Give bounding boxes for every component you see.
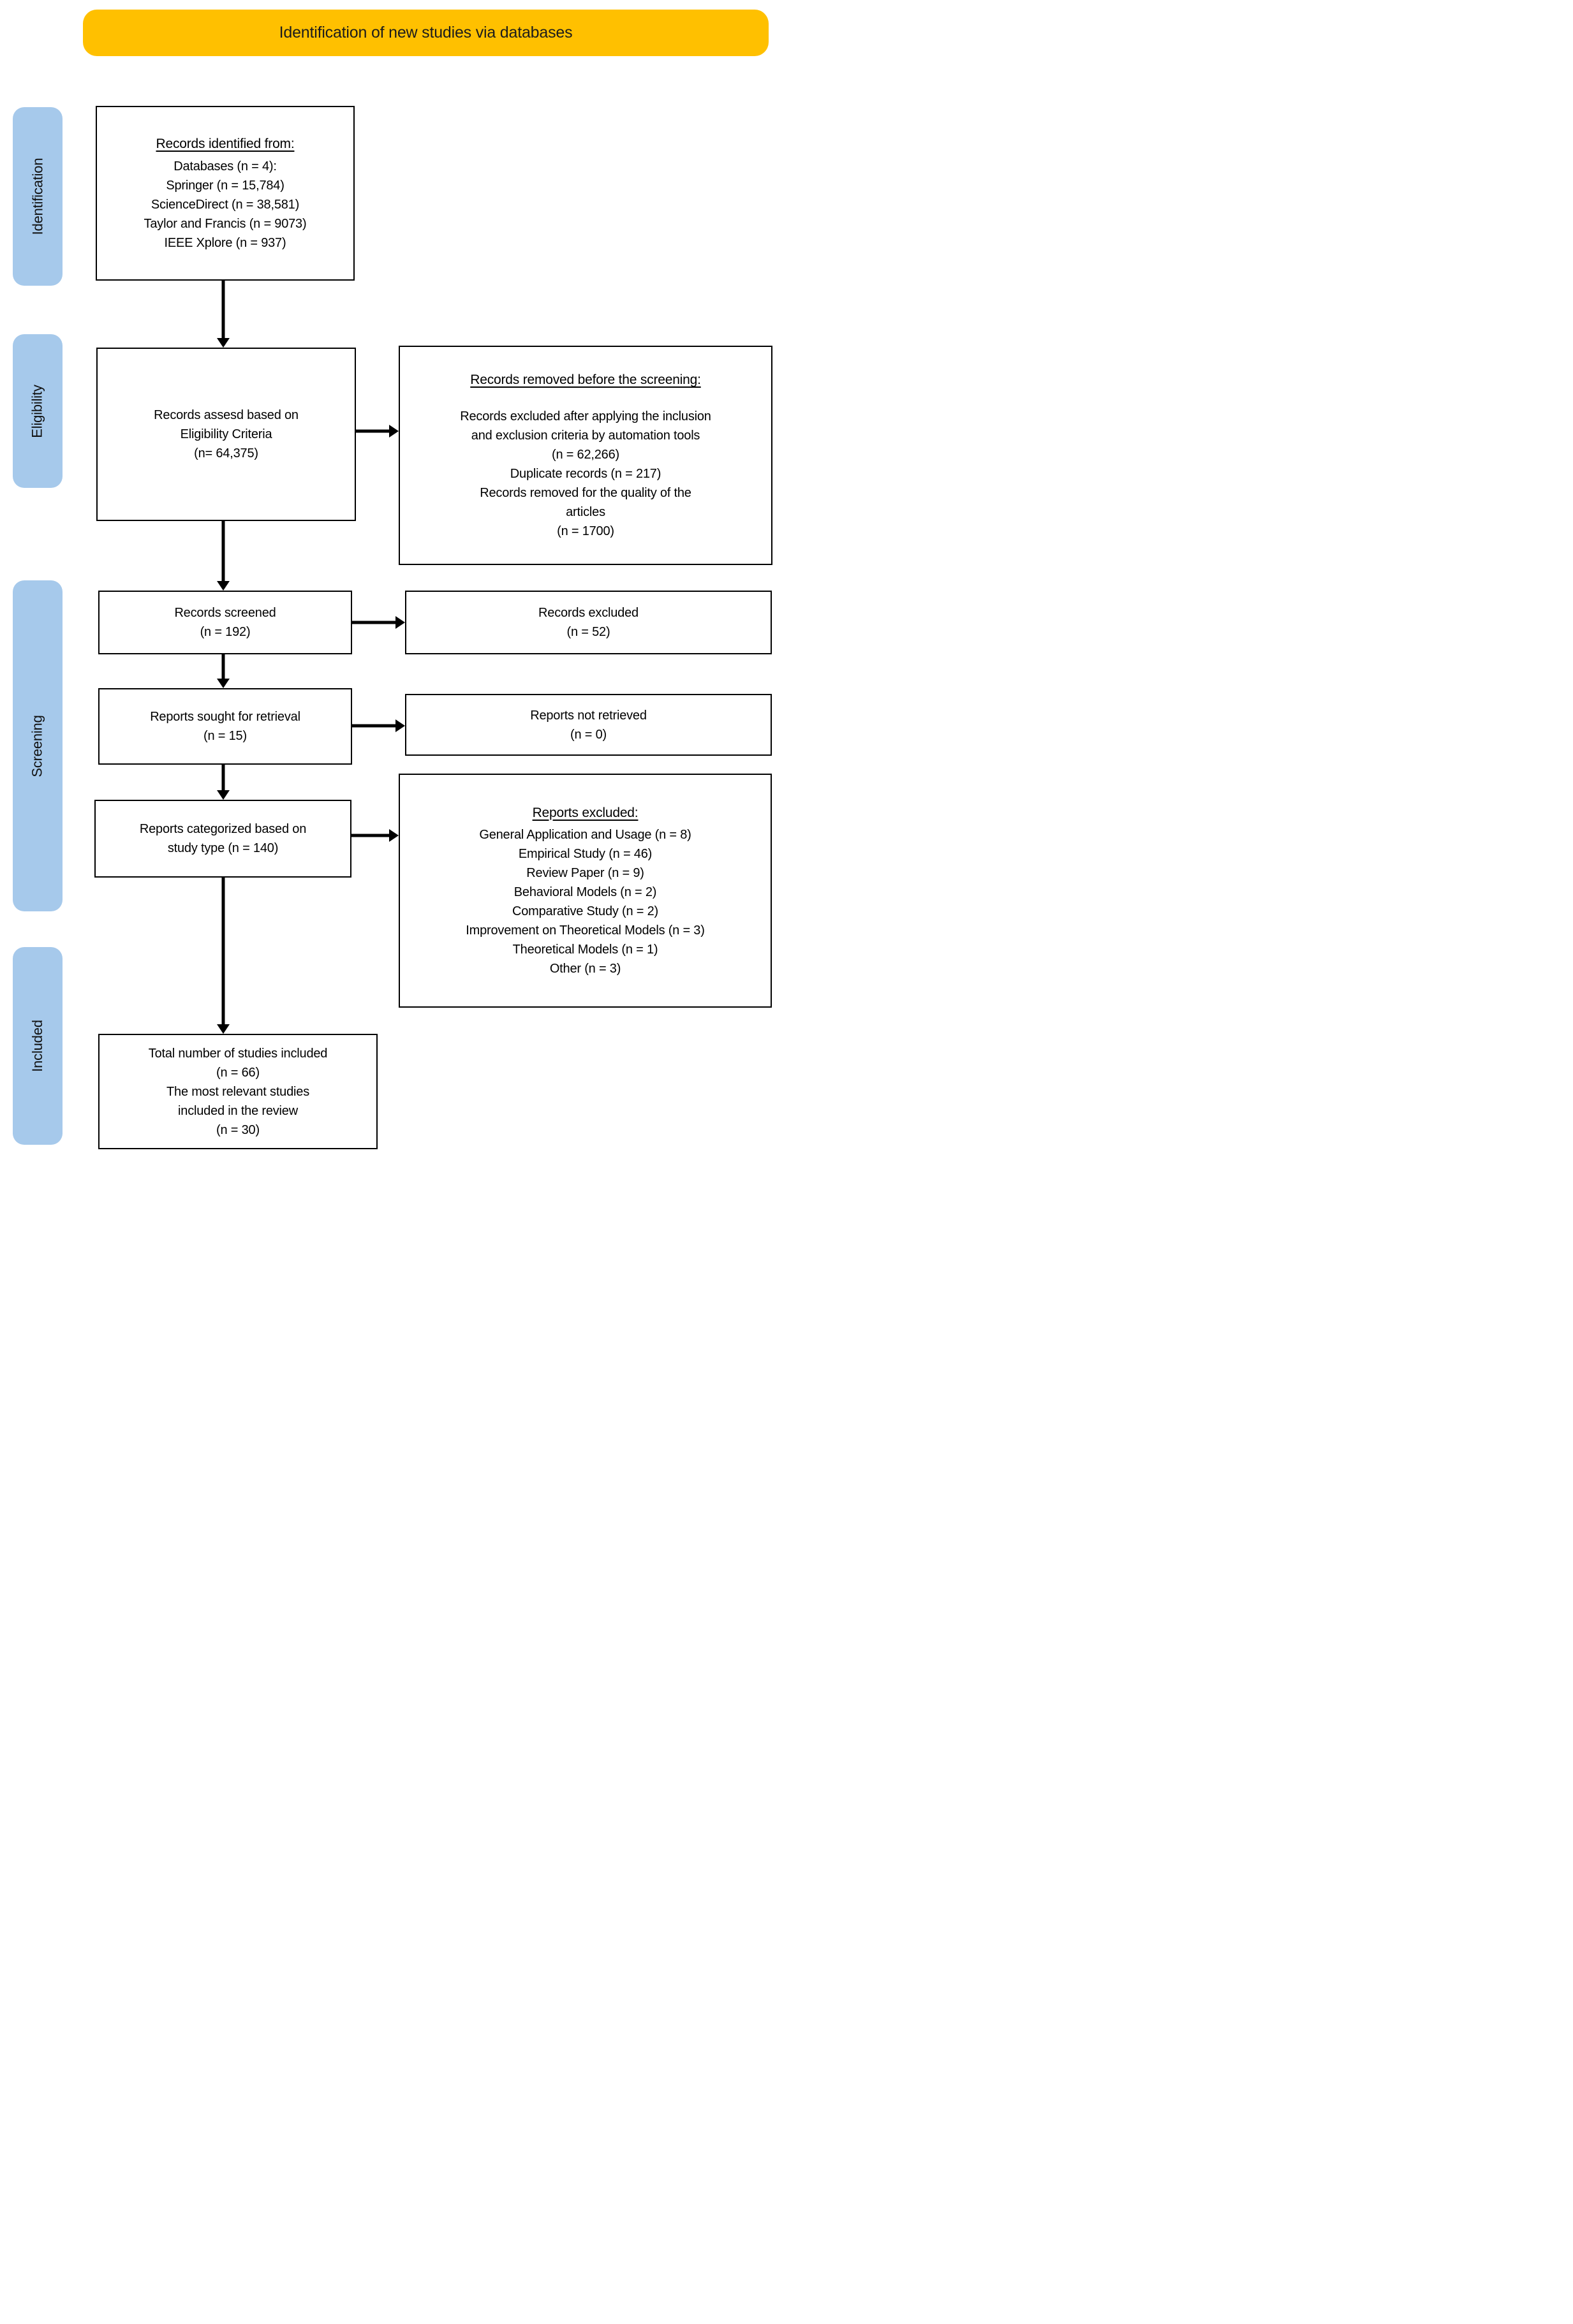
box-reports-excluded: Reports excluded: General Application an… [399, 774, 772, 1008]
box-reports-sought: Reports sought for retrieval (n = 15) [98, 688, 352, 765]
arrow-sought-to-categorized [217, 765, 230, 800]
text-line: Databases (n = 4): [174, 159, 277, 173]
arrow-identified-to-assessed [217, 281, 230, 348]
text-line: Records removed for the quality of the [480, 485, 691, 500]
arrow-shaft [221, 521, 225, 582]
arrow-head-down-icon [217, 679, 230, 688]
text-line: Duplicate records (n = 217) [510, 466, 661, 481]
text-line: Other (n = 3) [549, 962, 621, 976]
box-records-screened: Records screened (n = 192) [98, 591, 352, 654]
page-title: Identification of new studies via databa… [279, 24, 573, 41]
text-line: Springer (n = 15,784) [166, 178, 284, 193]
arrow-head-right-icon [389, 425, 399, 438]
arrow-shaft [221, 654, 225, 679]
arrow-categorized-to-reports-excluded [351, 829, 399, 842]
text-line: Theoretical Models (n = 1) [512, 943, 658, 957]
box-records-removed-heading: Records removed before the screening: [470, 372, 701, 388]
text-line: Reports not retrieved [530, 708, 647, 723]
arrow-shaft [356, 429, 390, 433]
arrow-head-right-icon [389, 829, 399, 842]
box-reports-not-retrieved: Reports not retrieved (n = 0) [405, 694, 772, 756]
arrow-screened-to-sought [217, 654, 230, 688]
text-line: articles [566, 504, 605, 519]
arrow-shaft [221, 765, 225, 791]
text-line: Records screened [174, 606, 276, 620]
arrow-head-down-icon [217, 338, 230, 348]
text-line: Records excluded after applying the incl… [460, 409, 711, 423]
title-banner: Identification of new studies via databa… [83, 10, 769, 56]
text-line: (n = 62,266) [551, 447, 619, 462]
arrow-head-down-icon [217, 581, 230, 591]
text-line: (n= 64,375) [194, 446, 258, 460]
text-line: (n = 192) [200, 625, 251, 639]
text-line: (n = 66) [216, 1065, 260, 1080]
text-line: (n = 0) [570, 727, 607, 742]
text-line: Reports sought for retrieval [150, 710, 300, 724]
sidebar-label-identification: Identification [29, 158, 46, 235]
arrow-sought-to-not-retrieved [352, 719, 405, 732]
text-line: General Application and Usage (n = 8) [479, 828, 691, 842]
box-total-included: Total number of studies included (n = 66… [98, 1034, 378, 1149]
box-records-assessed: Records assesd based on Eligibility Crit… [96, 348, 356, 521]
text-line: Empirical Study (n = 46) [518, 847, 653, 862]
text-line: (n = 30) [216, 1122, 260, 1137]
text-line: Reports categorized based on [139, 822, 307, 836]
sidebar-band-eligibility: Eligibility [13, 334, 63, 488]
box-records-identified-heading: Records identified from: [156, 136, 295, 152]
text-line: Review Paper (n = 9) [526, 866, 644, 881]
text-line: (n = 52) [566, 625, 610, 639]
text-line: IEEE Xplore (n = 937) [164, 235, 286, 250]
text-line: Eligibility Criteria [180, 427, 272, 441]
arrow-assessed-to-removed [356, 425, 399, 438]
sidebar-band-included: Included [13, 947, 63, 1145]
arrow-head-right-icon [395, 719, 405, 732]
box-reports-excluded-heading: Reports excluded: [532, 805, 639, 820]
text-line: The most relevant studies [166, 1084, 309, 1099]
sidebar-label-screening: Screening [29, 714, 46, 777]
text-line: Records assesd based on [154, 408, 299, 422]
arrow-shaft [221, 281, 225, 339]
sidebar-band-screening: Screening [13, 580, 63, 911]
arrow-assessed-to-screened [217, 521, 230, 591]
box-reports-categorized: Reports categorized based on study type … [94, 800, 351, 878]
text-line: Total number of studies included [148, 1046, 328, 1061]
text-line: (n = 15) [203, 729, 247, 743]
box-records-removed: Records removed before the screening: Re… [399, 346, 772, 565]
sidebar-label-included: Included [29, 1020, 46, 1072]
box-records-excluded: Records excluded (n = 52) [405, 591, 772, 654]
arrow-categorized-to-included [217, 878, 230, 1034]
text-line: included in the review [178, 1103, 298, 1118]
arrow-shaft [352, 724, 396, 728]
text-line: Taylor and Francis (n = 9073) [144, 216, 307, 231]
arrow-screened-to-excluded [352, 616, 405, 629]
arrow-head-down-icon [217, 1024, 230, 1034]
arrow-shaft [221, 878, 225, 1025]
arrow-shaft [351, 834, 390, 837]
text-line: Behavioral Models (n = 2) [513, 885, 657, 900]
prisma-flow-diagram: Identification of new studies via databa… [0, 0, 786, 1162]
sidebar-band-identification: Identification [13, 107, 63, 286]
text-line: Comparative Study (n = 2) [512, 904, 658, 919]
text-line: and exclusion criteria by automation too… [471, 428, 700, 443]
box-records-identified: Records identified from: Databases (n = … [96, 106, 355, 281]
text-line: Records excluded [538, 606, 639, 620]
arrow-head-right-icon [395, 616, 405, 629]
text-line: (n = 1700) [557, 524, 614, 538]
arrow-shaft [352, 621, 396, 624]
text-line: Improvement on Theoretical Models (n = 3… [466, 923, 705, 938]
text-line: study type (n = 140) [167, 841, 279, 855]
text-line: ScienceDirect (n = 38,581) [151, 197, 300, 212]
arrow-head-down-icon [217, 790, 230, 800]
sidebar-label-eligibility: Eligibility [29, 384, 46, 438]
